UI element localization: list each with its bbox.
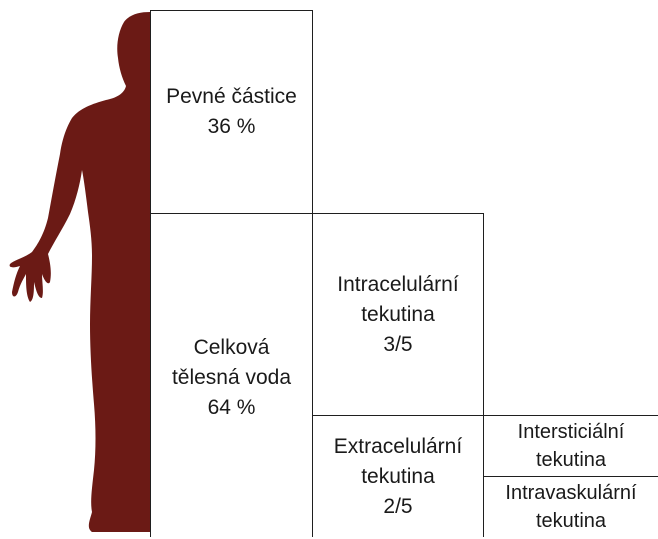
total-water-block: Celková tělesná voda 64 % [151, 214, 312, 539]
interstitial-block: Intersticiální tekutina [484, 416, 658, 476]
intracellular-block: Intracelulární tekutina 3/5 [313, 214, 483, 415]
total-water-label-2: tělesná voda [172, 363, 291, 393]
interstitial-label-2: tekutina [536, 446, 606, 474]
intravascular-block: Intravaskulární tekutina [484, 477, 658, 537]
intracellular-label-2: tekutina [361, 300, 435, 330]
intravascular-label-2: tekutina [536, 507, 606, 535]
extracellular-value: 2/5 [383, 492, 412, 522]
total-water-value: 64 % [208, 393, 256, 423]
total-water-label-1: Celková [194, 333, 270, 363]
intracellular-value: 3/5 [383, 330, 412, 360]
solids-value: 36 % [208, 112, 256, 142]
extracellular-label-1: Extracelulární [334, 432, 462, 462]
solids-block: Pevné částice 36 % [151, 11, 312, 213]
solids-label: Pevné částice [166, 82, 297, 112]
intravascular-label-1: Intravaskulární [505, 479, 636, 507]
extracellular-label-2: tekutina [361, 462, 435, 492]
extracellular-block: Extracelulární tekutina 2/5 [313, 416, 483, 537]
intracellular-label-1: Intracelulární [337, 270, 458, 300]
interstitial-label-1: Intersticiální [518, 418, 625, 446]
